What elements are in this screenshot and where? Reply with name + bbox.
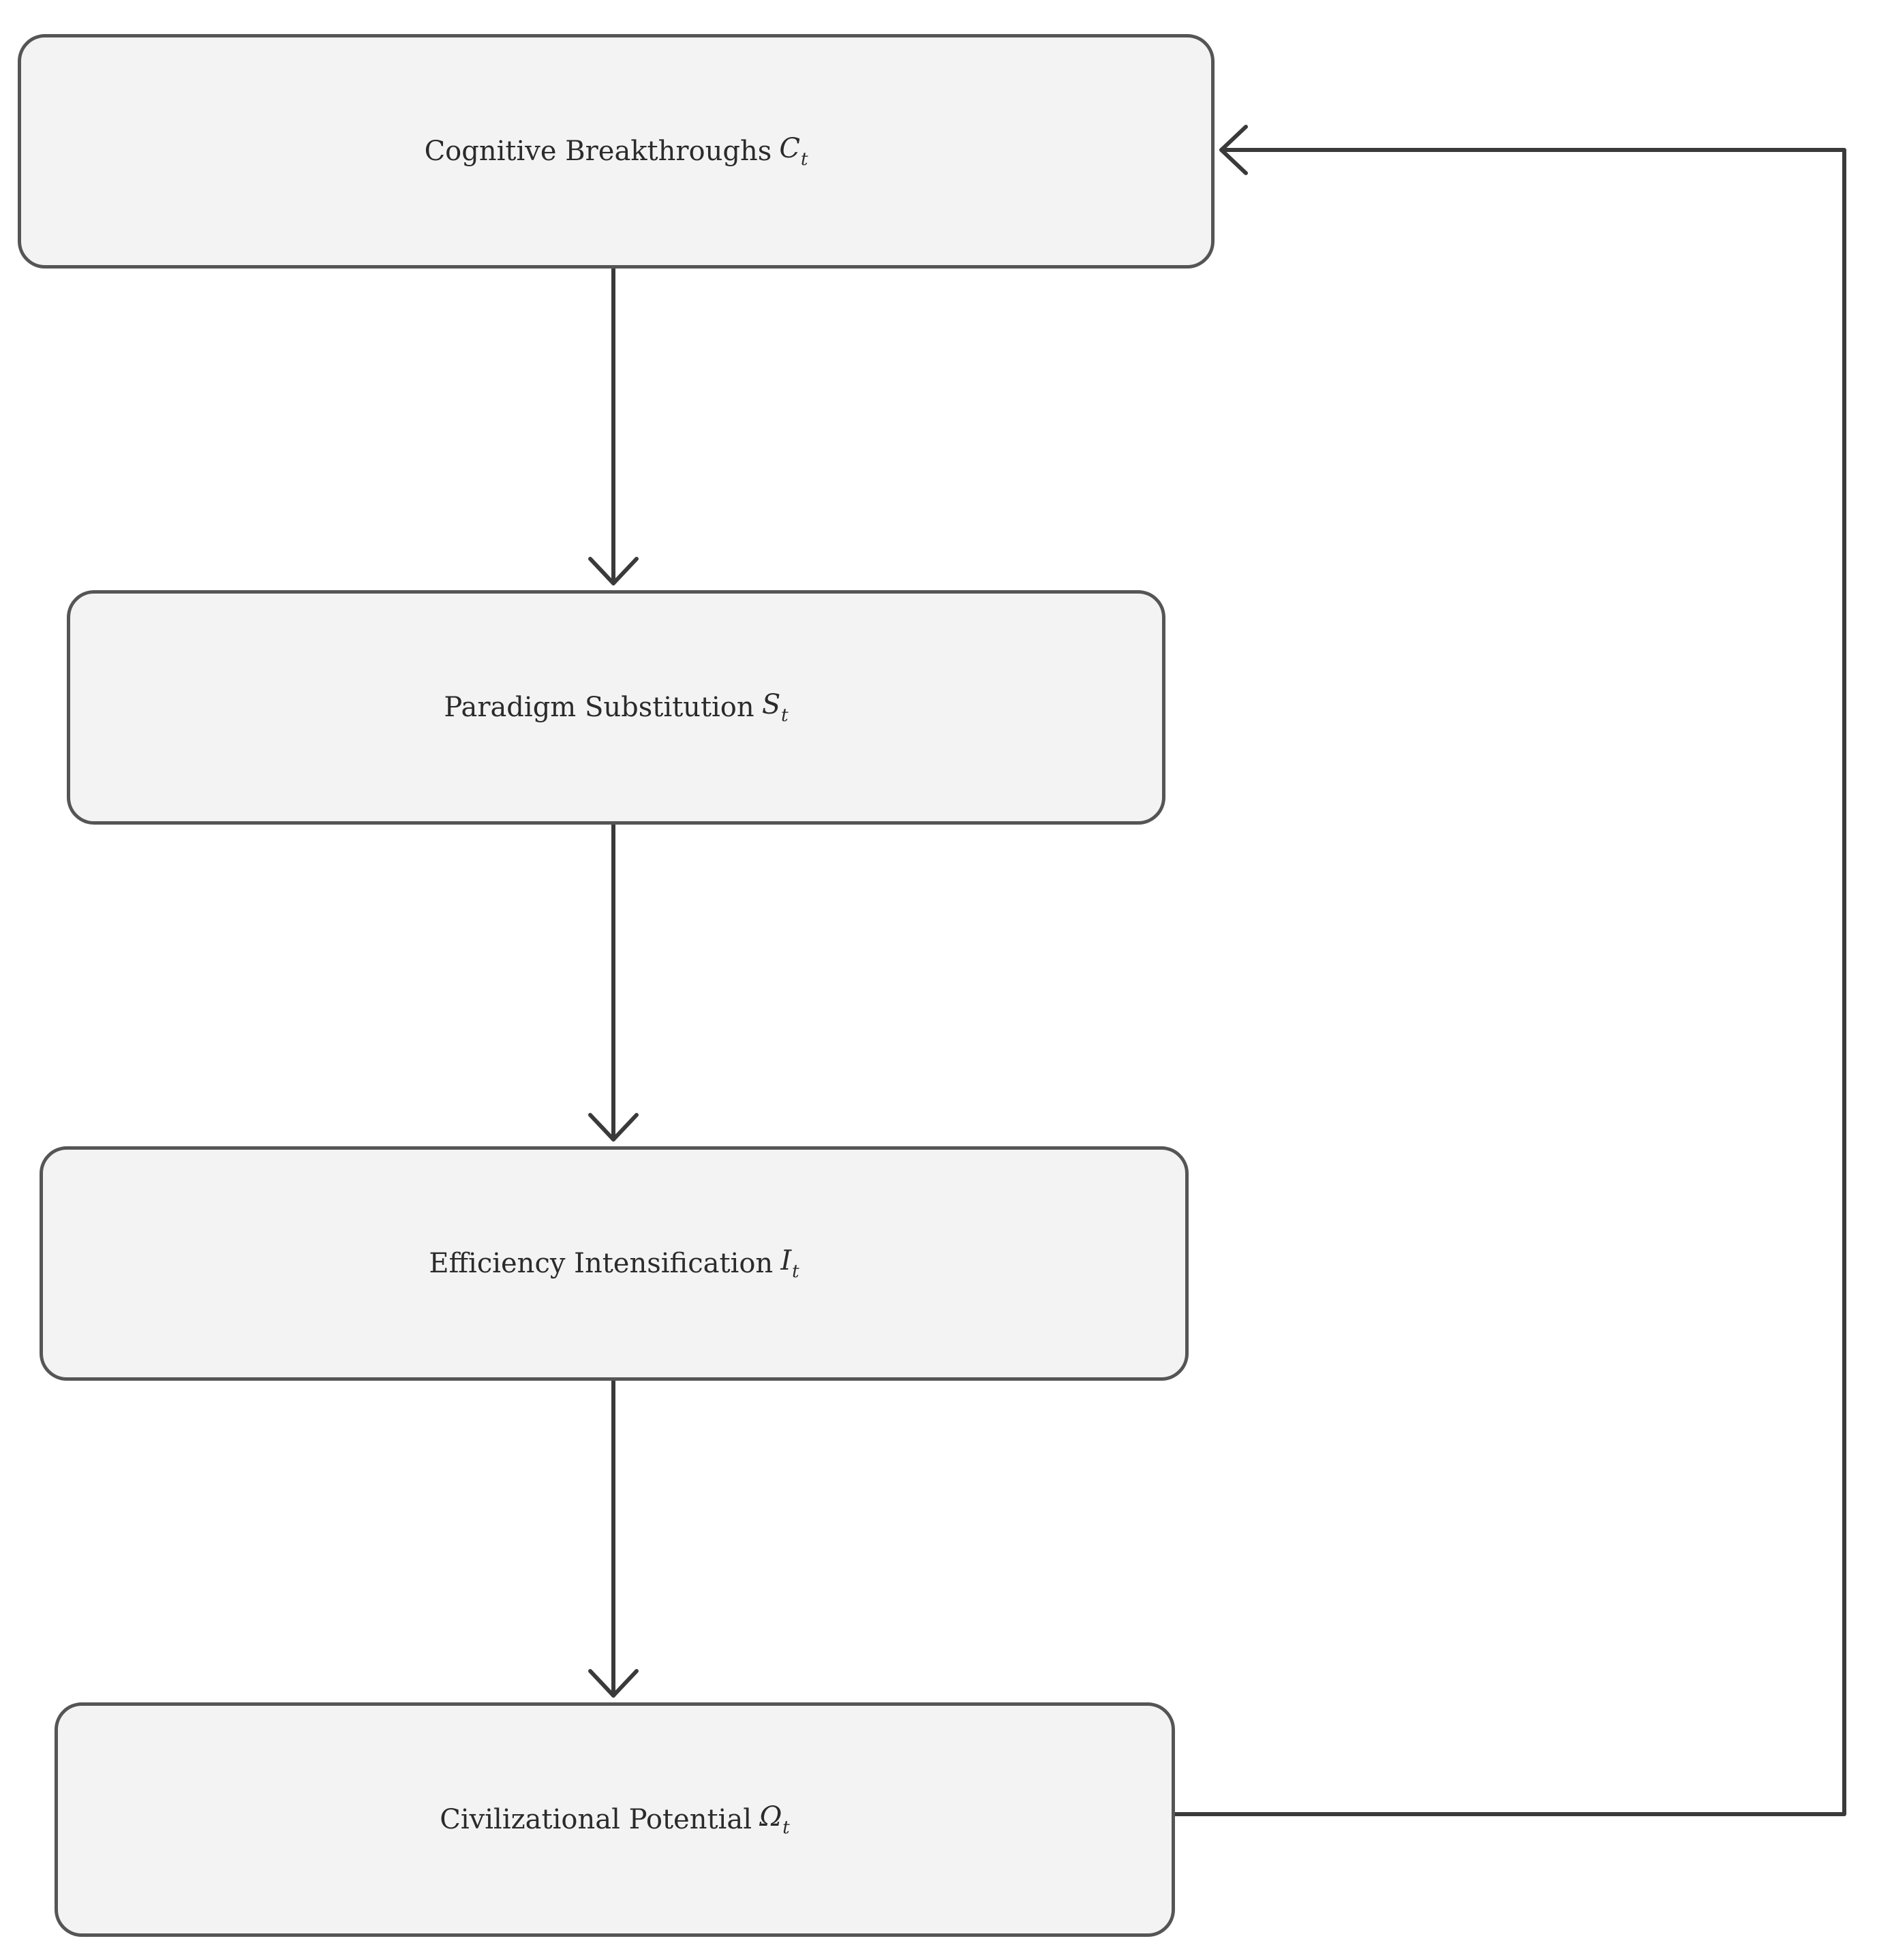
arrowhead-cognitive xyxy=(1219,125,1248,175)
node-cognitive-breakthroughs: Cognitive Breakthroughs Ct xyxy=(18,34,1215,269)
node-paradigm-substitution: Paradigm Substitution St xyxy=(67,590,1165,825)
node-symbol: St xyxy=(761,689,789,726)
node-label: Paradigm Substitution xyxy=(444,692,754,723)
arrowhead-efficiency xyxy=(588,1113,639,1142)
node-efficiency-intensification: Efficiency Intensification It xyxy=(40,1146,1189,1381)
node-label: Efficiency Intensification xyxy=(429,1248,774,1279)
node-civilizational-potential: Civilizational Potential Ωt xyxy=(55,1702,1175,1937)
node-label: Cognitive Breakthroughs xyxy=(424,136,772,167)
arrowhead-civilizational xyxy=(588,1669,639,1698)
node-symbol: It xyxy=(780,1245,799,1282)
arrowhead-paradigm xyxy=(588,557,639,585)
node-symbol: Ct xyxy=(779,133,808,170)
node-label: Civilizational Potential xyxy=(440,1804,752,1835)
feedback-loop-arrow xyxy=(1173,148,1846,1816)
node-symbol: Ωt xyxy=(759,1801,790,1838)
